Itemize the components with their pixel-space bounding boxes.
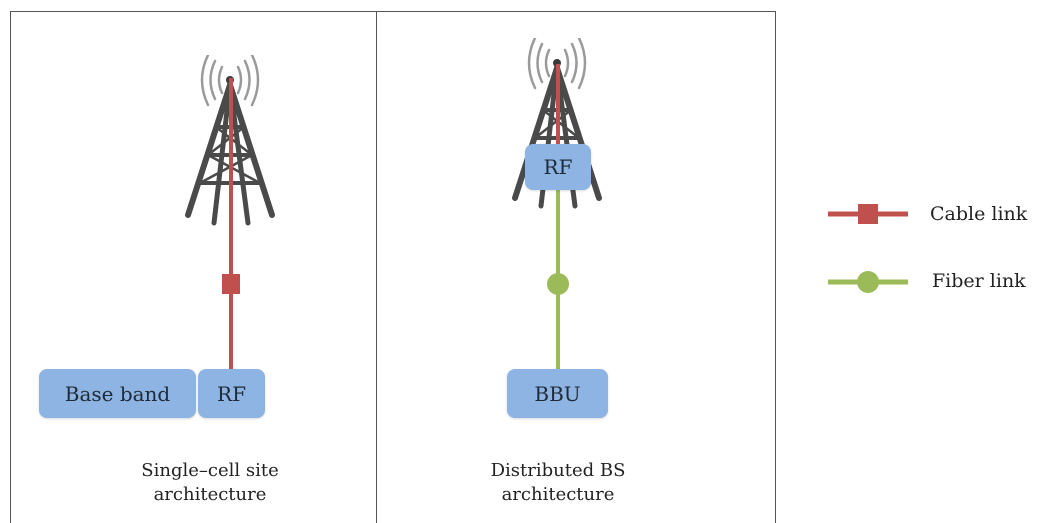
rf-box-right: RF: [525, 144, 591, 190]
rf-box-left: RF: [198, 369, 265, 418]
radio-tower-icon: [185, 55, 275, 226]
legend-cable-swatch: [828, 204, 908, 224]
bbu-box: BBU: [507, 369, 608, 418]
fiber-link-marker: [547, 273, 569, 295]
caption-single-cell: Single–cell site architecture: [141, 460, 279, 505]
legend-cable-label: Cable link: [930, 203, 1028, 225]
legend-fiber-label: Fiber link: [932, 270, 1026, 292]
fiber-link: [547, 190, 569, 372]
legend-fiber-swatch: [828, 271, 908, 293]
panel-frame: [10, 11, 776, 523]
baseband-box: Base band: [39, 369, 196, 418]
cable-link: [222, 78, 240, 370]
panel-divider: [376, 11, 377, 523]
cable-link-marker: [222, 274, 240, 294]
caption-distributed: Distributed BS architecture: [490, 460, 626, 505]
cable-link-short: [556, 64, 560, 148]
